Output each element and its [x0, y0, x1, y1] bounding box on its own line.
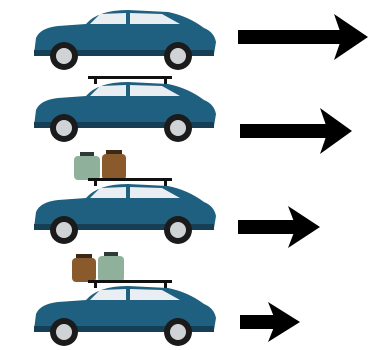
arrow-right-icon [240, 300, 300, 344]
scene-row-1 [0, 0, 368, 78]
car-icon [28, 72, 218, 144]
scene-row-2 [0, 72, 368, 150]
car-icon [28, 276, 218, 348]
scene-row-4 [0, 250, 368, 350]
car-icon [28, 174, 218, 246]
car-icon [28, 6, 218, 72]
scene-row-3 [0, 148, 368, 248]
arrow-right-icon [238, 204, 320, 250]
arrow-right-icon [238, 12, 368, 62]
